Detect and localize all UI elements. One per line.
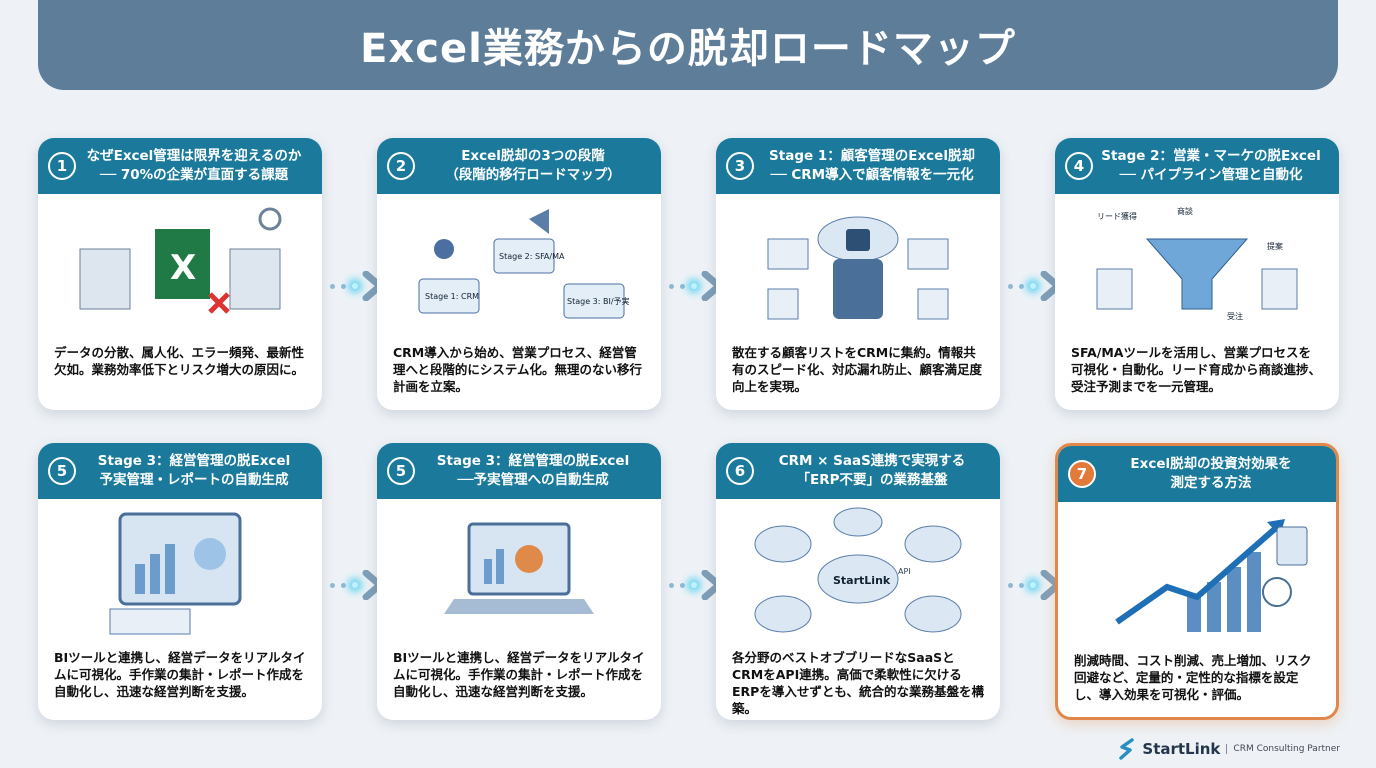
card-header: 1 なぜExcel管理は限界を迎えるのか ── 70%の企業が直面する課題: [38, 138, 322, 194]
card-title-line2: ── CRM導入で顧客情報を一元化: [770, 167, 974, 183]
card-illustration: [38, 499, 322, 649]
card-title: なぜExcel管理は限界を迎えるのか ── 70%の企業が直面する課題: [76, 147, 312, 185]
step-number-badge: 7: [1068, 460, 1096, 488]
step-number-badge: 2: [387, 152, 415, 180]
card-illustration: リード獲得 商談提案受注: [1055, 194, 1339, 344]
card-description: 散在する顧客リストをCRMに集約。情報共有のスピード化、対応漏れ防止、顧客満足度…: [732, 345, 983, 394]
card-description: BIツールと連携し、経営データをリアルタイムに可視化。手作業の集計・レポート作成…: [393, 650, 645, 699]
footer-logo: StartLink CRM Consulting Partner: [1118, 738, 1340, 760]
funnel-label-proposal: 提案: [1267, 241, 1283, 251]
card-title: Stage 1：顧客管理のExcel脱却 ── CRM導入で顧客情報を一元化: [754, 147, 990, 185]
card-title-line2: 測定する方法: [1170, 475, 1252, 491]
card-header: 7 Excel脱却の投資対効果を測定する方法: [1058, 446, 1336, 502]
card-header: 5 Stage 3：経営管理の脱Excel ──予実管理への自動生成: [377, 443, 661, 499]
funnel-label-deal: 商談: [1177, 206, 1193, 216]
step-card-4: 4 Stage 2：営業・マーケの脱Excel ── パイプライン管理と自動化 リ…: [1055, 138, 1339, 410]
brand-tagline: CRM Consulting Partner: [1226, 744, 1340, 754]
card-title-line1: Stage 2：営業・マーケの脱Excel: [1101, 148, 1321, 164]
step-card-1: 1 なぜExcel管理は限界を迎えるのか ── 70%の企業が直面する課題 X デ…: [38, 138, 322, 410]
step-number-badge: 1: [48, 152, 76, 180]
card-header: 5 Stage 3：経営管理の脱Excel 予実管理・レポートの自動生成: [38, 443, 322, 499]
card-title-line1: Stage 3：経営管理の脱Excel: [97, 453, 291, 469]
step-number-badge: 4: [1065, 152, 1093, 180]
card-title-line1: Excel脱却の投資対効果を: [1130, 456, 1292, 472]
card-title-line1: CRM × SaaS連携で実現する: [778, 453, 966, 469]
card-header: 3 Stage 1：顧客管理のExcel脱却 ── CRM導入で顧客情報を一元化: [716, 138, 1000, 194]
step-card-3: 3 Stage 1：顧客管理のExcel脱却── CRM導入で顧客情報を一元化 …: [716, 138, 1000, 410]
card-header: 6 CRM × SaaS連携で実現する「ERP不要」の業務基盤: [716, 443, 1000, 499]
step-card-8: 7 Excel脱却の投資対効果を測定する方法 削減時間、コスト削減、売上増加、リ…: [1055, 443, 1339, 720]
step-number-badge: 6: [726, 457, 754, 485]
card-illustration: StartLink API: [716, 499, 1000, 649]
card-title-line1: Excel脱却の3つの段階: [461, 148, 605, 164]
card-description: データの分散、属人化、エラー頻発、最新性欠如。業務効率低下とリスク増大の原因に。: [54, 345, 305, 377]
card-description: BIツールと連携し、経営データをリアルタイムに可視化。手作業の集計・レポート作成…: [54, 650, 306, 699]
card-title-line2: 予実管理・レポートの自動生成: [99, 472, 289, 488]
step-number-badge: 5: [387, 457, 415, 485]
step-card-5: 5 Stage 3：経営管理の脱Excel 予実管理・レポートの自動生成 BIツー…: [38, 443, 322, 720]
card-title: Stage 3：経営管理の脱Excel 予実管理・レポートの自動生成: [76, 452, 312, 490]
card-description: CRM導入から始め、営業プロセス、経営管理へと段階的にシステム化。無理のない移行…: [393, 345, 643, 394]
card-title-line1: Stage 3：経営管理の脱Excel: [436, 453, 630, 469]
startlink-logo-icon: [1119, 738, 1135, 760]
card-header: 4 Stage 2：営業・マーケの脱Excel ── パイプライン管理と自動化: [1055, 138, 1339, 194]
card-title-line2: ── 70%の企業が直面する課題: [99, 167, 289, 183]
step-number-badge: 5: [48, 457, 76, 485]
funnel-label-lead: リード獲得: [1097, 211, 1137, 221]
card-header: 2 Excel脱却の3つの段階 （段階的移行ロードマップ）: [377, 138, 661, 194]
card-illustration: X: [38, 194, 322, 344]
card-illustration: Stage 1: CRM Stage 2: SFA/MA Stage 3: BI/予…: [377, 194, 661, 344]
step-card-2: 2 Excel脱却の3つの段階 （段階的移行ロードマップ） Stage 1: CR…: [377, 138, 661, 410]
title-bar: Excel業務からの脱却ロードマップ: [38, 0, 1338, 90]
stage1-label: Stage 1: CRM: [425, 292, 479, 301]
brand-name: StartLink: [1142, 740, 1221, 758]
step-card-6: 5 Stage 3：経営管理の脱Excel ──予実管理への自動生成 BIツールと…: [377, 443, 661, 720]
card-title: Stage 3：経営管理の脱Excel ──予実管理への自動生成: [415, 452, 651, 490]
hub-label: StartLink: [833, 574, 891, 587]
funnel-label-order: 受注: [1227, 311, 1243, 321]
card-title-line2: ──予実管理への自動生成: [457, 472, 609, 488]
card-description: 各分野のベストオブブリードなSaaSとCRMをAPI連携。高価で柔軟性に欠けるE…: [732, 650, 984, 716]
card-illustration: [716, 194, 1000, 344]
card-title-line1: Stage 1：顧客管理のExcel脱却: [769, 148, 975, 164]
card-title-line2: 「ERP不要」の業務基盤: [796, 472, 948, 488]
card-title: CRM × SaaS連携で実現する「ERP不要」の業務基盤: [754, 452, 990, 490]
excel-x-label: X: [170, 248, 196, 288]
step-card-7: 6 CRM × SaaS連携で実現する「ERP不要」の業務基盤 StartLin…: [716, 443, 1000, 720]
card-title: Excel脱却の投資対効果を測定する方法: [1096, 455, 1326, 493]
step-number-badge: 3: [726, 152, 754, 180]
card-description: 削減時間、コスト削減、売上増加、リスク回避など、定量的・定性的な指標を設定し、導…: [1074, 653, 1312, 702]
stage3-label: Stage 3: BI/予実: [567, 296, 630, 306]
card-title-line2: （段階的移行ロードマップ）: [445, 167, 621, 183]
card-illustration: [1058, 502, 1336, 652]
api-label: API: [898, 567, 911, 576]
stage2-label: Stage 2: SFA/MA: [499, 252, 565, 261]
page-title: Excel業務からの脱却ロードマップ: [360, 26, 1016, 72]
card-title-line2: ── パイプライン管理と自動化: [1119, 167, 1303, 183]
card-title: Stage 2：営業・マーケの脱Excel ── パイプライン管理と自動化: [1093, 147, 1329, 185]
card-illustration: [377, 499, 661, 649]
card-title: Excel脱却の3つの段階 （段階的移行ロードマップ）: [415, 147, 651, 185]
card-description: SFA/MAツールを活用し、営業プロセスを可視化・自動化。リード育成から商談進捗…: [1071, 345, 1322, 394]
card-title-line1: なぜExcel管理は限界を迎えるのか: [86, 148, 302, 164]
